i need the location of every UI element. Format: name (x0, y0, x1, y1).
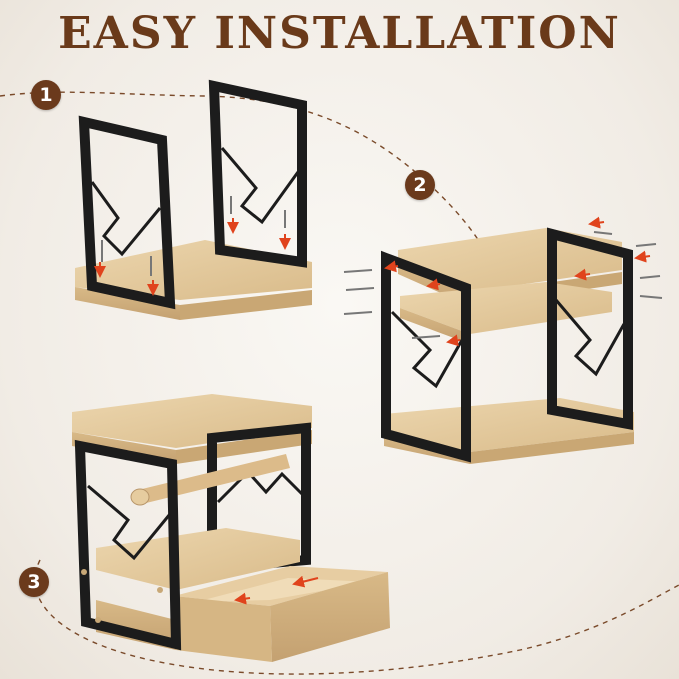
step-1-badge: 1 (31, 80, 61, 110)
dashed-guide-path-lower (34, 559, 679, 675)
step-2-left-frame (381, 250, 471, 463)
step-2-top-shelf (398, 228, 622, 292)
step-3-badge: 3 (19, 567, 49, 597)
dashed-guide-path (0, 91, 491, 261)
step-3-front-frame (74, 439, 182, 651)
step-1-illustration (75, 79, 312, 320)
step-2-badge: 2 (405, 170, 435, 200)
step-1-left-frame (78, 115, 176, 310)
step-3-illustration (72, 394, 390, 662)
step-3-drawer (174, 566, 390, 662)
step-1-right-frame (208, 79, 307, 268)
page-title: EASY INSTALLATION (58, 8, 621, 59)
step-2-right-frame (547, 227, 633, 431)
step-2-middle-shelf (400, 282, 612, 334)
step-2-illustration (343, 216, 663, 464)
